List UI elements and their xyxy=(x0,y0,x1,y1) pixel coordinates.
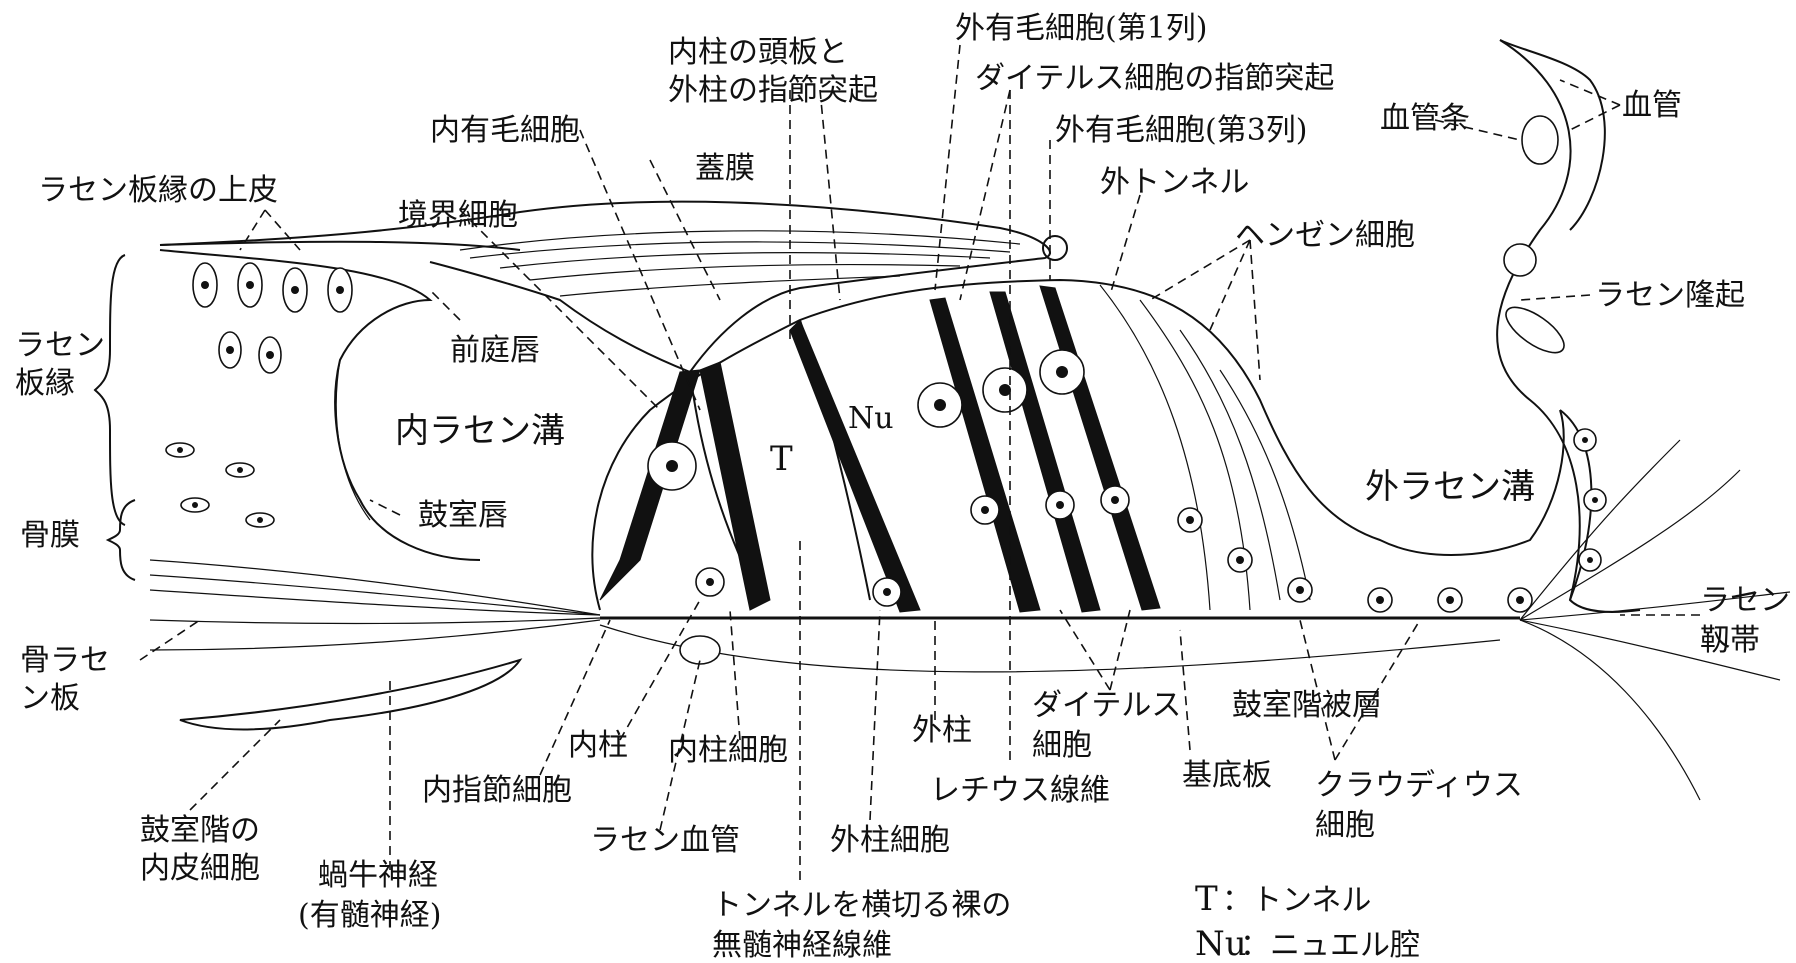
label-inner-spiral-sulcus: 内ラセン溝 xyxy=(395,411,565,451)
label-endothelium-line2: 内皮細胞 xyxy=(140,851,260,886)
label-blood-vessel: 血管 xyxy=(1622,88,1682,123)
label-claudius-line1: クラウディウス xyxy=(1315,768,1523,803)
label-inner-hair-cell: 内有毛細胞 xyxy=(430,113,580,148)
label-outer-tunnel: 外トンネル xyxy=(1100,165,1249,200)
legend-t-text: ：トンネル xyxy=(1222,883,1371,918)
leader-lines xyxy=(140,45,1700,880)
label-outer-hair-cell-1: 外有毛細胞(第1列) xyxy=(955,11,1208,46)
legend-nu-key: Nu xyxy=(1195,924,1247,963)
label-osseous-spiral-lamina: 骨ラセ ン板 xyxy=(20,643,120,716)
label-outer-hair-cell-3: 外有毛細胞(第3列) xyxy=(1055,113,1308,148)
label-external-spiral-sulcus: 外ラセン溝 xyxy=(1365,467,1535,507)
label-osseous-line1: 骨ラセ xyxy=(20,643,110,678)
label-tunnel-T: T xyxy=(770,439,793,479)
label-cochlear-line2: (有髄神経) xyxy=(298,898,441,933)
label-head-plates-line2: 外柱の指節突起 xyxy=(668,73,878,108)
label-head-plates: 内柱の頭板と 外柱の指節突起 xyxy=(668,35,878,108)
label-tectorial-membrane: 蓋膜 xyxy=(695,151,755,186)
label-cochlear-line1: 蝸牛神経 xyxy=(318,858,438,893)
label-outer-pillar: 外柱 xyxy=(912,713,972,748)
legend-nu-text: ：ニュエル腔 xyxy=(1240,928,1420,963)
label-ligament-line1: ラセン xyxy=(1700,583,1790,618)
label-claudius-cells: クラウディウス 細胞 xyxy=(1315,768,1532,843)
label-outer-pillar-cell: 外柱細胞 xyxy=(830,823,950,858)
label-claudius-line2: 細胞 xyxy=(1315,808,1375,843)
label-deiters-line2: 細胞 xyxy=(1032,728,1092,763)
label-nuel-Nu: Nu xyxy=(848,401,894,436)
label-scala-tympani-endothelium: 鼓室階の 内皮細胞 xyxy=(140,813,270,886)
label-border-cells: 境界細胞 xyxy=(398,198,518,233)
label-tunnel-fibers-line1: トンネルを横切る裸の xyxy=(712,888,1011,923)
label-spiral-vessel: ラセン血管 xyxy=(590,823,740,858)
label-basilar-membrane: 基底板 xyxy=(1182,758,1272,793)
label-inner-pillar-cell: 内柱細胞 xyxy=(668,733,788,768)
label-spiral-ligament: ラセン 靱帯 xyxy=(1700,583,1796,658)
label-hensen-cells: ヘンゼン細胞 xyxy=(1235,218,1415,253)
label-tunnel-fibers-line2: 無髄神経線維 xyxy=(712,928,892,963)
label-tympanic-lip: 鼓室唇 xyxy=(418,498,508,533)
label-deiters-phalangeal: ダイテルス細胞の指節突起 xyxy=(975,61,1334,96)
cell-group xyxy=(166,116,1606,664)
label-tympanic-covering-layer: 鼓室階被層 xyxy=(1232,688,1382,723)
label-deiters-cells: ダイテルス 細胞 xyxy=(1032,688,1191,763)
label-endothelium-line1: 鼓室階の xyxy=(140,813,260,848)
legend: T ：トンネル Nu ：ニュエル腔 xyxy=(1195,879,1420,963)
legend-t-key: T xyxy=(1195,879,1218,919)
label-stria-vascularis: 血管条 xyxy=(1380,101,1470,136)
label-rechius-fibers: レチウス線維 xyxy=(930,773,1110,808)
label-spiral-limbus: ラセン 板縁 xyxy=(15,328,115,401)
label-inner-phalangeal-cell: 内指節細胞 xyxy=(422,773,572,808)
label-tunnel-fibers: トンネルを横切る裸の 無髄神経線維 xyxy=(712,888,1021,963)
label-deiters-line1: ダイテルス xyxy=(1032,688,1181,723)
label-head-plates-line1: 内柱の頭板と xyxy=(668,35,848,70)
label-spiral-prominence: ラセン隆起 xyxy=(1595,278,1745,313)
label-spiral-limbus-line2: 板縁 xyxy=(15,366,75,401)
label-inner-pillar: 内柱 xyxy=(568,728,628,763)
label-periosteum: 骨膜 xyxy=(20,518,80,553)
label-spiral-limbus-epithelium: ラセン板縁の上皮 xyxy=(38,173,278,208)
label-vestibular-lip: 前庭唇 xyxy=(450,333,540,368)
label-osseous-line2: ン板 xyxy=(20,681,80,716)
label-ligament-line2: 靱帯 xyxy=(1700,623,1760,658)
label-cochlear-nerve: 蝸牛神経 (有髄神経) xyxy=(298,858,448,933)
label-spiral-limbus-line1: ラセン xyxy=(15,328,105,363)
